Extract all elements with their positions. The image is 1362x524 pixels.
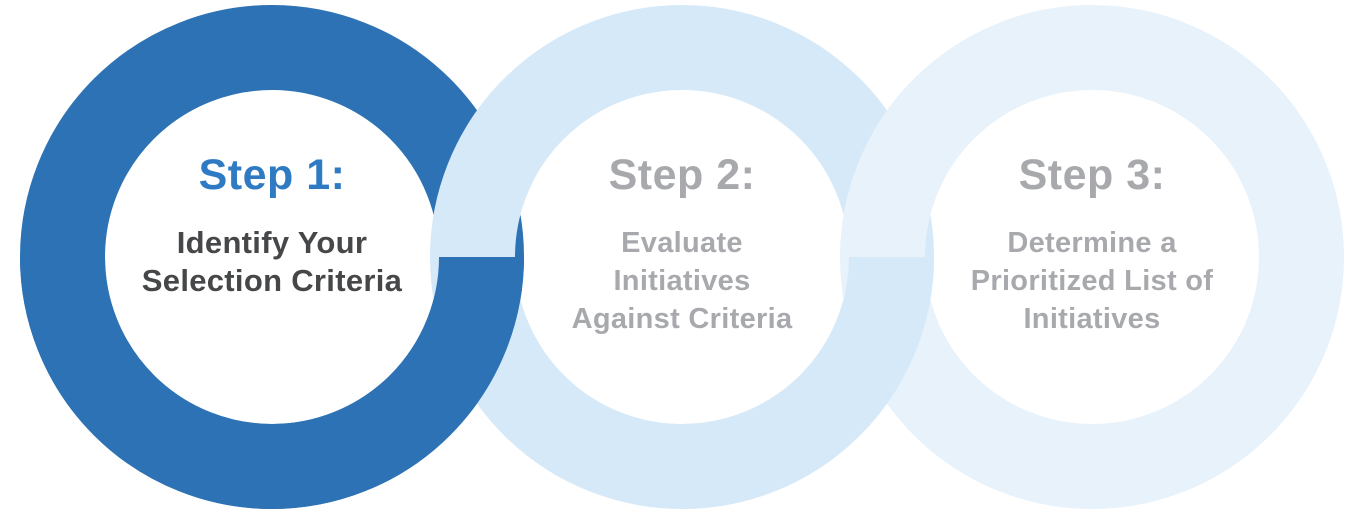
step3-body-line: Initiatives <box>1023 303 1161 335</box>
step3-body: Determine a Prioritized List of Initiati… <box>917 224 1267 338</box>
step3-heading: Step 3: <box>1018 151 1166 199</box>
step2-label: Step 2: Evaluate Initiatives Against Cri… <box>507 152 857 338</box>
step1-body-line: Selection Criteria <box>141 263 403 298</box>
step2-body-line: Initiatives <box>613 265 751 297</box>
step1-heading: Step 1: <box>198 151 346 199</box>
step1-body: Identify Your Selection Criteria <box>97 224 447 300</box>
step2-body-line: Evaluate <box>621 227 743 259</box>
step2-body: Evaluate Initiatives Against Criteria <box>507 224 857 338</box>
step2-heading: Step 2: <box>608 151 756 199</box>
step1-body-line: Identify Your <box>176 225 368 260</box>
step3-body-line: Prioritized List of <box>970 265 1214 297</box>
step1-label: Step 1: Identify Your Selection Criteria <box>97 152 447 300</box>
step2-body-line: Against Criteria <box>571 303 793 335</box>
step3-body-line: Determine a <box>1007 227 1177 259</box>
step1-ring-overlap <box>20 257 524 509</box>
step3-label: Step 3: Determine a Prioritized List of … <box>917 152 1267 338</box>
